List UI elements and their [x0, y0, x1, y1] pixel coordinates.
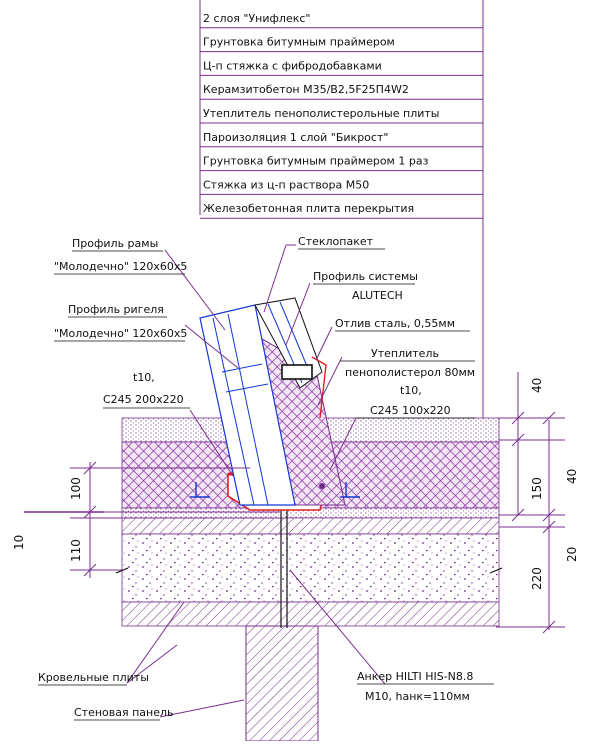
label-anchor-2: М10, hанк=110мм — [365, 690, 470, 703]
layer-label-7: Грунтовка битумным праймером 1 раз — [203, 155, 429, 168]
left-dimension-lines — [24, 461, 280, 578]
layer-label-6: Пароизоляция 1 слой "Бикрост" — [203, 131, 388, 144]
layer-label-8: Стяжка из ц-п раствора М50 — [203, 178, 369, 191]
label-plate-left-2: С245 200х220 — [103, 393, 184, 406]
layer-label-4: Керамзитобетон М35/В2,5F25П4W2 — [203, 83, 409, 96]
layer-table: 2 слоя "Унифлекс" Грунтовка битумным прай… — [199, 0, 484, 418]
dim-left-100: 100 — [69, 477, 83, 500]
right-dimension-column — [496, 372, 565, 634]
label-insulation-2: пенополистерол 80мм — [345, 366, 475, 379]
label-plate-right-2: С245 100х220 — [370, 404, 451, 417]
annotations: Профиль рамы "Молодечно" 120х60х5 Профил… — [38, 235, 494, 721]
label-wall-panel: Стеновая панель — [74, 706, 174, 719]
dim-right-220: 220 — [530, 567, 544, 590]
dim-right-150: 150 — [530, 477, 544, 500]
label-plate-left-1: t10, — [133, 371, 155, 384]
layer-label-3: Ц-п стяжка с фибродобавками — [203, 59, 382, 72]
label-roof-slabs: Кровельные плиты — [38, 671, 149, 684]
layer-label-5: Утеплитель пенополистерольные плиты — [203, 107, 439, 120]
dimension-texts: 40 150 40 20 220 100 110 10 — [12, 378, 579, 590]
label-glass-unit: Стеклопакет — [298, 235, 374, 248]
dim-left-110: 110 — [69, 539, 83, 562]
dim-right-40-top: 40 — [530, 378, 544, 393]
layer-label-9: Железобетонная плита перекрытия — [203, 202, 414, 215]
wall-panel — [245, 625, 319, 742]
layer-label-2: Грунтовка битумным праймером — [203, 36, 395, 49]
dim-left-10: 10 — [12, 535, 26, 550]
label-transom-profile-2: "Молодечно" 120х60х5 — [54, 327, 187, 340]
label-frame-profile-1: Профиль рамы — [72, 237, 158, 250]
label-flashing: Отлив сталь, 0,55мм — [335, 317, 455, 330]
dim-right-20: 20 — [565, 547, 579, 562]
label-system-profile-2: ALUTECH — [352, 289, 403, 302]
layer-label-1: 2 слоя "Унифлекс" — [203, 12, 310, 25]
label-plate-right-1: t10, — [400, 384, 422, 397]
leader-lines — [126, 244, 386, 718]
dim-right-40-side: 40 — [565, 469, 579, 484]
label-transom-profile-1: Профиль ригеля — [68, 303, 164, 316]
label-system-profile-1: Профиль системы — [313, 270, 418, 283]
label-anchor-1: Анкер HILTI HIS-N8.8 — [357, 670, 473, 683]
label-frame-profile-2: "Молодечно" 120х60х5 — [54, 260, 187, 273]
label-insulation-1: Утеплитель — [371, 347, 439, 360]
inclined-frame — [190, 297, 360, 506]
